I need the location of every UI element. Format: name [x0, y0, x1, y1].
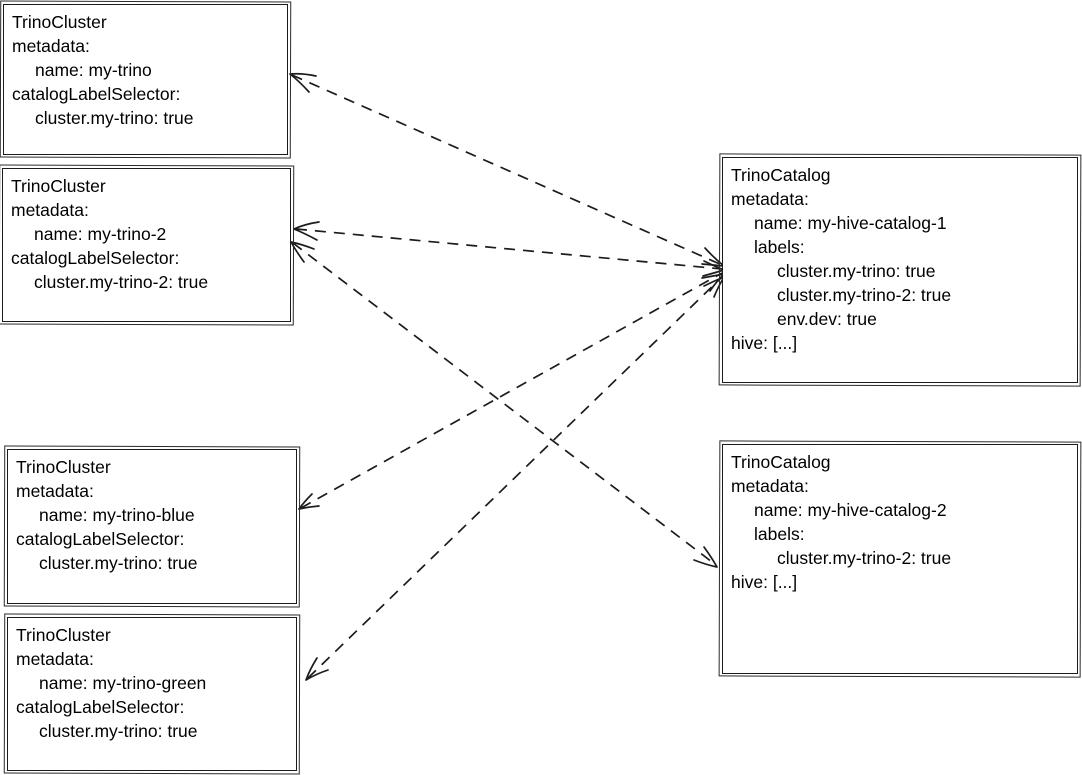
trinocluster-my-trino-2-box: TrinoCluster metadata: name: my-trino-2 …	[2, 168, 291, 322]
yaml-line: name: my-trino-blue	[39, 505, 195, 525]
arrowhead	[693, 546, 718, 568]
yaml-line: name: my-hive-catalog-1	[754, 213, 947, 233]
yaml-line: hive: [...]	[731, 333, 798, 353]
trinocluster-my-trino-box: TrinoCluster metadata: name: my-trino ca…	[3, 4, 288, 155]
yaml-line: catalogLabelSelector:	[11, 248, 180, 268]
yaml-line: cluster.my-trino-2: true	[777, 285, 952, 305]
yaml-line: cluster.my-trino-2: true	[777, 548, 952, 568]
yaml-line: cluster.my-trino-2: true	[34, 272, 209, 292]
trinocluster-my-trino-green-box: TrinoCluster metadata: name: my-trino-gr…	[7, 617, 297, 771]
yaml-line: cluster.my-trino: true	[777, 261, 936, 281]
yaml-line: cluster.my-trino: true	[39, 553, 198, 573]
arrowhead	[701, 247, 725, 267]
yaml-line: labels:	[754, 237, 805, 257]
arrowhead	[290, 241, 315, 263]
yaml-line: catalogLabelSelector:	[16, 697, 185, 717]
arrowhead	[703, 276, 725, 298]
edge-catalog1-cluster1	[291, 74, 723, 266]
resource-kind: TrinoCatalog	[731, 165, 831, 185]
yaml-line: cluster.my-trino: true	[35, 108, 194, 128]
arrowhead	[298, 493, 320, 510]
yaml-line: name: my-trino-2	[34, 224, 167, 244]
edge-catalog1-clusterBlue	[300, 272, 723, 509]
yaml-line: metadata:	[731, 476, 809, 496]
yaml-line: name: my-trino	[35, 60, 152, 80]
yaml-line: catalogLabelSelector:	[12, 84, 181, 104]
yaml-line: cluster.my-trino: true	[39, 721, 198, 741]
edge-catalog2-cluster2	[292, 242, 717, 566]
arrowhead	[305, 657, 329, 681]
yaml-line: metadata:	[731, 189, 809, 209]
trinocatalog-my-hive-catalog-2-box: TrinoCatalog metadata: name: my-hive-cat…	[722, 444, 1078, 674]
yaml-line: metadata:	[12, 36, 90, 56]
yaml-line: name: my-trino-green	[39, 673, 207, 693]
resource-kind: TrinoCatalog	[731, 452, 831, 472]
trinocluster-my-trino-blue-box: TrinoCluster metadata: name: my-trino-bl…	[7, 449, 297, 604]
trinocatalog-my-hive-catalog-1-box: TrinoCatalog metadata: name: my-hive-cat…	[722, 157, 1078, 383]
yaml-line: name: my-hive-catalog-2	[754, 500, 947, 520]
yaml-line: catalogLabelSelector:	[16, 529, 185, 549]
yaml-line: env.dev: true	[777, 309, 877, 329]
arrowhead	[293, 221, 320, 241]
yaml-line: labels:	[754, 524, 805, 544]
resource-kind: TrinoCluster	[16, 457, 111, 477]
yaml-line: metadata:	[16, 649, 94, 669]
arrowhead	[289, 72, 317, 93]
resource-kind: TrinoCluster	[11, 176, 106, 196]
yaml-line: metadata:	[16, 481, 94, 501]
resource-kind: TrinoCluster	[16, 625, 111, 645]
edge-catalog1-cluster2	[295, 228, 723, 270]
resource-kind: TrinoCluster	[12, 12, 107, 32]
yaml-line: hive: [...]	[731, 572, 798, 592]
edge-catalog1-clusterGreen	[307, 276, 723, 679]
yaml-line: metadata:	[11, 200, 89, 220]
